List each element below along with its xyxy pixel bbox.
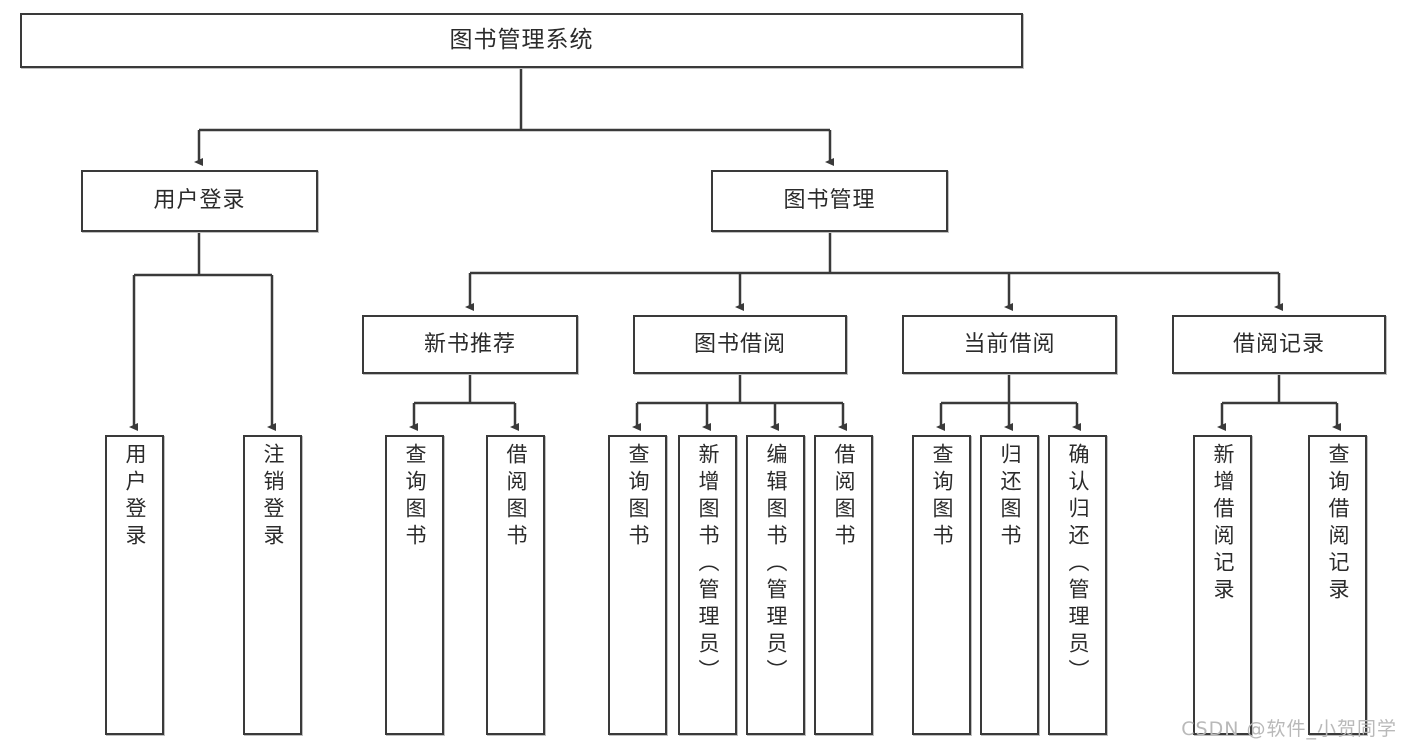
- leaf-edit-book-admin[interactable]: 编辑图书（管理员）: [746, 435, 805, 735]
- node-label: 借阅记录: [1232, 331, 1325, 357]
- node-label: 查询图书: [626, 443, 650, 551]
- node-label: 查询图书: [930, 443, 954, 551]
- node-label: 注销登录: [261, 443, 285, 551]
- node-label: 查询借阅记录: [1326, 443, 1350, 605]
- leaf-logout[interactable]: 注销登录: [243, 435, 302, 735]
- node-user-login[interactable]: 用户登录: [81, 170, 318, 232]
- node-label: 新书推荐: [423, 331, 516, 357]
- node-borrow-records[interactable]: 借阅记录: [1172, 315, 1386, 374]
- node-label: 当前借阅: [963, 331, 1056, 357]
- node-label: 图书管理: [783, 188, 876, 214]
- node-label: 查询图书: [403, 443, 427, 551]
- node-current-borrow[interactable]: 当前借阅: [902, 315, 1117, 374]
- node-label: 确认归还（管理员）: [1066, 443, 1090, 686]
- node-label: 新增借阅记录: [1211, 443, 1235, 605]
- node-label: 新增图书（管理员）: [696, 443, 720, 686]
- leaf-add-borrow-record[interactable]: 新增借阅记录: [1193, 435, 1252, 735]
- leaf-borrow-book[interactable]: 借阅图书: [814, 435, 873, 735]
- node-label: 用户登录: [123, 443, 147, 551]
- node-new-book-recommend[interactable]: 新书推荐: [362, 315, 578, 374]
- leaf-borrow-book-recommend[interactable]: 借阅图书: [486, 435, 545, 735]
- leaf-return-book[interactable]: 归还图书: [980, 435, 1039, 735]
- leaf-user-login[interactable]: 用户登录: [105, 435, 164, 735]
- leaf-query-book-recommend[interactable]: 查询图书: [385, 435, 444, 735]
- leaf-query-borrow-record[interactable]: 查询借阅记录: [1308, 435, 1367, 735]
- node-label: 编辑图书（管理员）: [764, 443, 788, 686]
- node-book-management[interactable]: 图书管理: [711, 170, 948, 232]
- node-label: 图书管理系统: [449, 26, 594, 53]
- node-label: 借阅图书: [832, 443, 856, 551]
- node-label: 图书借阅: [693, 331, 786, 357]
- node-label: 借阅图书: [504, 443, 528, 551]
- leaf-query-book-borrow[interactable]: 查询图书: [608, 435, 667, 735]
- leaf-confirm-return-admin[interactable]: 确认归还（管理员）: [1048, 435, 1107, 735]
- leaf-add-book-admin[interactable]: 新增图书（管理员）: [678, 435, 737, 735]
- node-root-system[interactable]: 图书管理系统: [20, 13, 1023, 68]
- node-label: 用户登录: [153, 188, 246, 214]
- leaf-query-book-current[interactable]: 查询图书: [912, 435, 971, 735]
- node-label: 归还图书: [998, 443, 1022, 551]
- node-book-borrow[interactable]: 图书借阅: [633, 315, 847, 374]
- watermark: CSDN @软件_小贺同学: [1181, 718, 1397, 740]
